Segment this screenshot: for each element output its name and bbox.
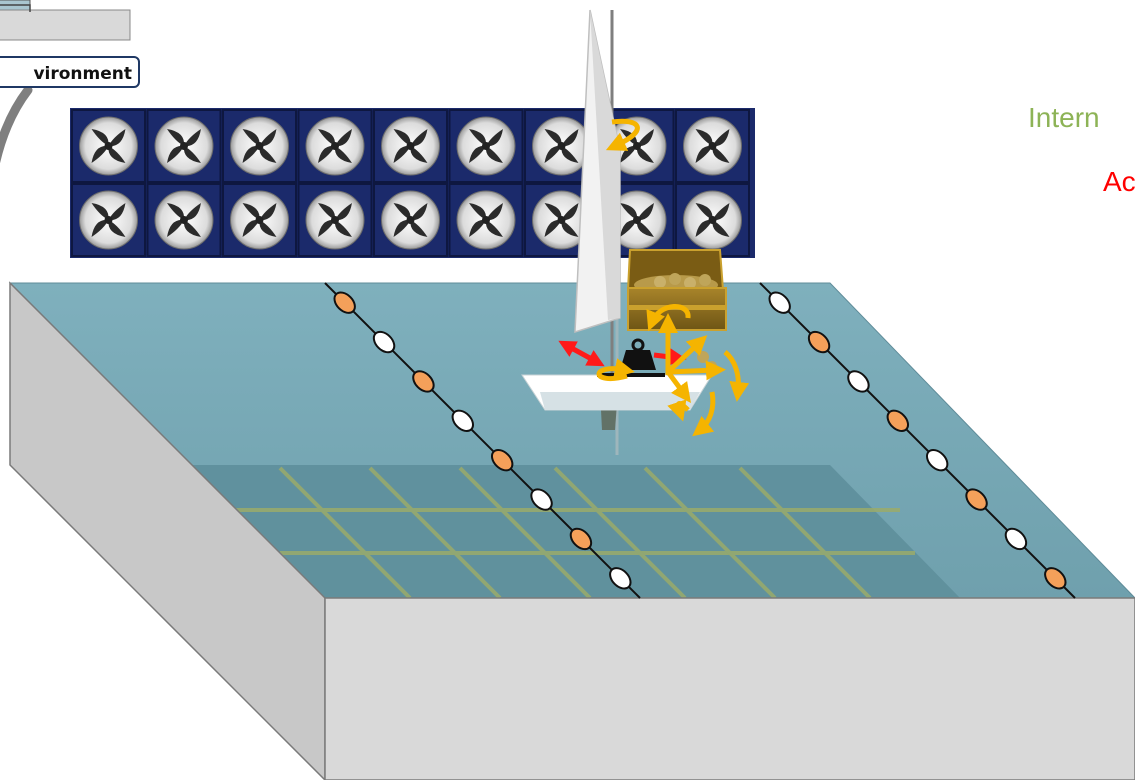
buoy-icon xyxy=(886,409,910,433)
treasure-chest-icon xyxy=(626,249,727,371)
fan-icon xyxy=(675,109,750,183)
buoy-icon xyxy=(490,448,514,472)
buoy-icon xyxy=(451,409,475,433)
x-arrow xyxy=(667,360,726,381)
rot-arrow-left xyxy=(667,399,690,422)
fan-icon xyxy=(373,183,448,257)
floor-grid xyxy=(235,466,915,600)
diag-arrow xyxy=(666,335,708,374)
fan-icon xyxy=(146,183,222,257)
environment-label: vironment xyxy=(0,56,140,88)
buoy-icon xyxy=(768,291,791,314)
buoy-icon xyxy=(925,448,949,472)
buoy-icon xyxy=(530,488,553,511)
legend-internal: Intern xyxy=(1028,102,1100,133)
buoy-icon xyxy=(412,370,435,393)
buoy-icon xyxy=(1044,567,1067,590)
legend-active: Ac xyxy=(1103,166,1135,197)
fan-icon xyxy=(448,109,524,183)
buoy-icon xyxy=(569,527,593,551)
sway-arrow xyxy=(558,340,605,367)
fan-icon xyxy=(297,183,373,257)
fan-icon xyxy=(297,109,373,183)
down-arrow xyxy=(665,370,691,404)
fan-icon xyxy=(222,183,297,257)
sailboat-icon xyxy=(521,9,713,455)
buoy-icon xyxy=(847,370,870,393)
roll-arrow xyxy=(596,358,635,382)
fan-icon xyxy=(71,183,146,257)
buoy-lines xyxy=(324,282,1076,599)
buoy-icon xyxy=(807,330,831,354)
fan-icon xyxy=(675,183,750,257)
tank-left-wall xyxy=(9,281,326,780)
buoy-icon xyxy=(609,567,632,590)
motion-arrows xyxy=(558,118,750,437)
tank-front-wall xyxy=(324,597,1135,780)
fan-icon xyxy=(146,109,222,183)
environment-icon xyxy=(0,0,131,41)
fan-panel xyxy=(70,108,755,258)
buoy-icon xyxy=(333,291,356,314)
fan-icon xyxy=(222,109,297,183)
fan-icon xyxy=(373,109,448,183)
pitch-arrow xyxy=(646,304,691,332)
yaw-arrow-sail xyxy=(605,118,640,151)
rot-arrow-down xyxy=(692,391,716,437)
fan-icon xyxy=(71,109,146,183)
fan-icon xyxy=(448,183,524,257)
rot-arrow-right xyxy=(723,350,750,402)
buoy-icon xyxy=(965,488,988,511)
environment-connector-arc xyxy=(0,85,33,164)
buoy-icon xyxy=(372,330,396,354)
buoy-icon xyxy=(1004,527,1028,551)
